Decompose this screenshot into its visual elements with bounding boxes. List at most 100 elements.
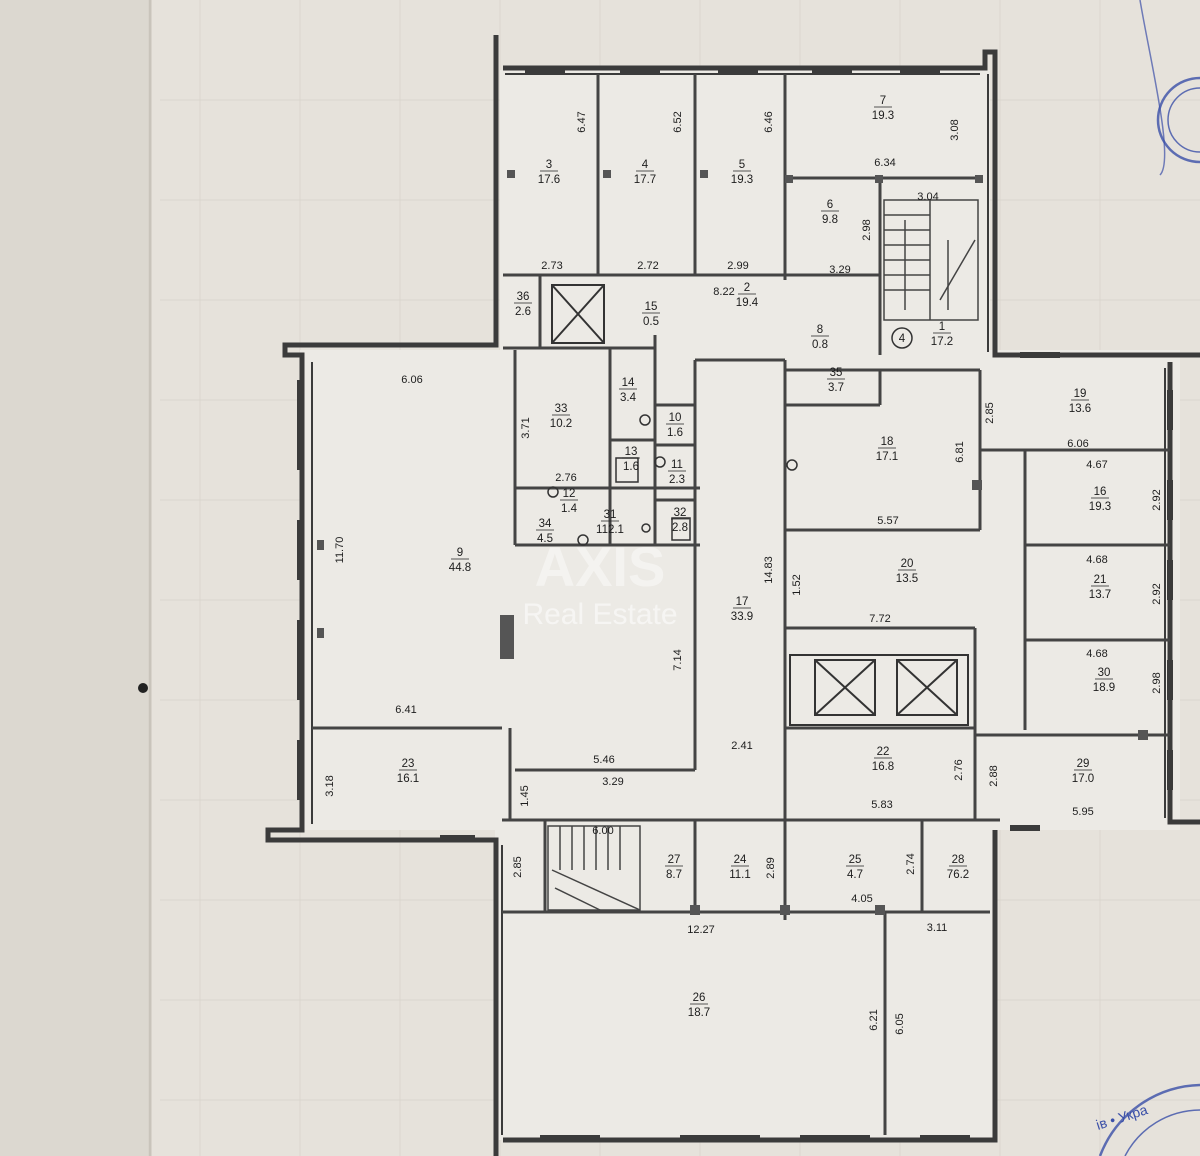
interior-walls xyxy=(312,74,1170,1135)
room-area: 44.8 xyxy=(449,562,471,574)
dimension-label: 2.92 xyxy=(1151,489,1163,510)
room-area: 19.3 xyxy=(1089,501,1111,513)
room-area: 112.1 xyxy=(596,524,624,536)
room-number: 26 xyxy=(693,992,706,1004)
dimension-label: 1.52 xyxy=(791,574,803,595)
room-area: 17.6 xyxy=(538,174,560,186)
room-area: 8.7 xyxy=(666,869,682,881)
room-area: 2.6 xyxy=(515,306,531,318)
room-area: 1.4 xyxy=(561,503,578,515)
room-number: 18 xyxy=(881,436,894,448)
stairs-badge-number: 4 xyxy=(899,333,906,345)
dimension-label: 2.88 xyxy=(988,765,1000,786)
room-area: 13.6 xyxy=(1069,403,1091,415)
dimension-label: 6.52 xyxy=(672,111,684,132)
room-number: 34 xyxy=(539,518,552,530)
dimension-label: 3.11 xyxy=(927,922,948,934)
dimension-label: 2.72 xyxy=(637,260,658,272)
room-area: 10.2 xyxy=(550,418,572,430)
room-number: 3 xyxy=(546,159,552,171)
dimension-label: 6.06 xyxy=(401,374,422,386)
room-area: 11.1 xyxy=(729,869,751,881)
dimension-label: 5.83 xyxy=(871,799,892,811)
stair-north xyxy=(883,199,979,321)
room-area: 16.8 xyxy=(872,761,894,773)
room-number: 8 xyxy=(817,324,823,336)
room-number: 22 xyxy=(877,746,890,758)
dimension-label: 2.85 xyxy=(512,856,524,877)
outer-walls-inner xyxy=(311,73,1166,1135)
dimension-label: 3.04 xyxy=(917,191,938,203)
room-number: 25 xyxy=(849,854,862,866)
dimension-label: 4.68 xyxy=(1086,648,1107,660)
building-footprint xyxy=(300,70,1180,1140)
dimension-label: 2.76 xyxy=(555,472,576,484)
room-number: 20 xyxy=(901,558,914,570)
dimension-label: 4.67 xyxy=(1086,459,1107,471)
dimension-label: 3.71 xyxy=(520,417,532,438)
room-number: 23 xyxy=(402,758,415,770)
elevator-shafts xyxy=(551,284,969,726)
room-area: 1.6 xyxy=(667,427,683,439)
watermark-tagline: Real Estate xyxy=(522,598,677,631)
dimension-label: 3.29 xyxy=(602,776,623,788)
binding-hole xyxy=(138,683,148,693)
room-area: 17.0 xyxy=(1072,773,1094,785)
dimension-label: 2.92 xyxy=(1151,583,1163,604)
room-number: 16 xyxy=(1094,486,1107,498)
columns xyxy=(317,170,1148,915)
dimension-label: 3.29 xyxy=(829,264,850,276)
dimension-label: 14.83 xyxy=(763,556,775,584)
room-number: 19 xyxy=(1074,388,1087,400)
room-number: 11 xyxy=(671,459,683,471)
room-number: 13 xyxy=(625,446,638,458)
room-number: 35 xyxy=(830,367,843,379)
room-number: 17 xyxy=(736,596,749,608)
room-area: 9.8 xyxy=(822,214,838,226)
room-area: 18.7 xyxy=(688,1007,710,1019)
dimension-label: 6.06 xyxy=(1067,438,1088,450)
dimension-label: 3.08 xyxy=(949,119,961,140)
dimension-label: 2.99 xyxy=(727,260,748,272)
room-area: 0.5 xyxy=(643,316,659,328)
room-area: 3.4 xyxy=(620,392,637,404)
dimension-label: 8.22 xyxy=(713,286,734,298)
dimension-label: 5.46 xyxy=(593,754,614,766)
dimension-label: 6.46 xyxy=(763,111,775,132)
stair-south xyxy=(547,825,641,911)
sanitary-fixtures xyxy=(547,414,798,546)
room-area: 0.8 xyxy=(812,339,828,351)
room-area: 2.8 xyxy=(672,522,688,534)
room-number: 24 xyxy=(734,854,747,866)
room-area: 4.7 xyxy=(847,869,863,881)
room-area: 17.7 xyxy=(634,174,656,186)
room-number: 36 xyxy=(517,291,530,303)
windows xyxy=(297,67,1173,1141)
dimension-label: 2.98 xyxy=(1151,672,1163,693)
dimension-label: 7.72 xyxy=(869,613,890,625)
room-area: 2.3 xyxy=(669,474,685,486)
dimension-label: 6.47 xyxy=(576,111,588,132)
dimension-label: 6.81 xyxy=(954,441,966,462)
binding-strip xyxy=(0,0,148,1156)
room-area: 3.7 xyxy=(828,382,844,394)
dimension-label: 2.73 xyxy=(541,260,562,272)
room-area: 18.9 xyxy=(1093,682,1115,694)
dimension-label: 11.70 xyxy=(334,537,346,564)
dimension-label: 7.14 xyxy=(672,649,684,670)
stairs-badge-ring xyxy=(891,327,913,349)
dimension-label: 5.57 xyxy=(877,515,898,527)
room-number: 1 xyxy=(939,321,945,333)
official-stamp-top xyxy=(1139,0,1200,176)
room-area: 76.2 xyxy=(947,869,969,881)
dimension-label: 2.76 xyxy=(953,759,965,780)
room-number: 4 xyxy=(642,159,649,171)
room-number: 30 xyxy=(1098,667,1111,679)
room-number: 27 xyxy=(668,854,681,866)
room-number: 5 xyxy=(739,159,745,171)
room-number: 14 xyxy=(622,377,635,389)
room-area: 16.1 xyxy=(397,773,419,785)
